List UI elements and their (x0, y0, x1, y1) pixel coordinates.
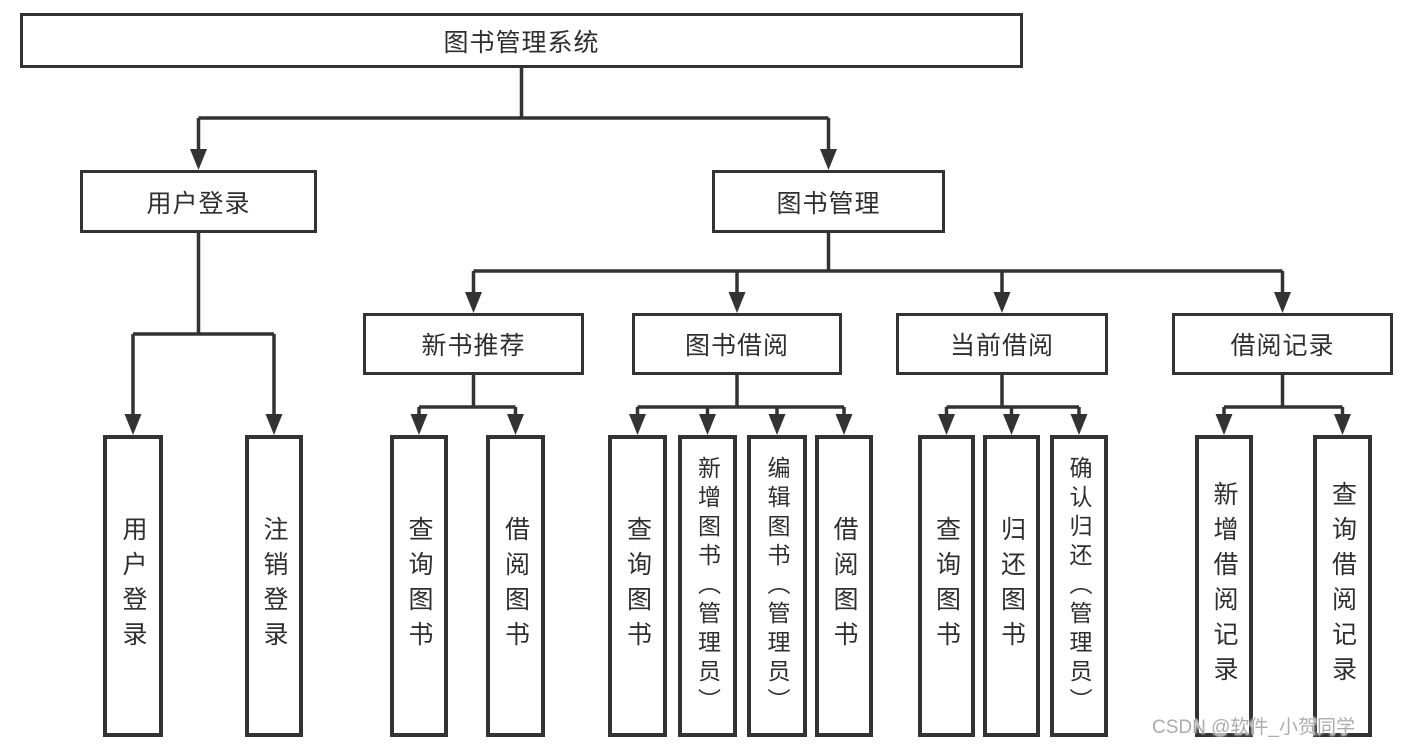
arrow-icon (938, 414, 955, 435)
node-user-login: 用户登录 (80, 170, 317, 233)
leaf-current-confirm-return-admin: 确认归还（管理员） (1050, 435, 1108, 737)
leaf-borrow-edit-books-admin-label: 编辑图书（管理员） (764, 455, 790, 717)
leaf-current-confirm-return-admin-label: 确认归还（管理员） (1066, 455, 1092, 717)
arrow-icon (1003, 414, 1020, 435)
leaf-borrow-add-books-admin: 新增图书（管理员） (678, 435, 737, 737)
arrow-icon (1215, 414, 1233, 435)
arrow-icon (190, 149, 207, 170)
leaf-records-query-record: 查询借阅记录 (1313, 435, 1372, 737)
node-new-book-recommend: 新书推荐 (363, 313, 584, 375)
leaf-user-login: 用户登录 (103, 435, 163, 737)
node-current-borrow-label: 当前借阅 (949, 332, 1054, 360)
node-book-borrow: 图书借阅 (632, 313, 842, 375)
leaf-current-query-books-label: 查询图书 (932, 516, 961, 656)
leaf-borrow-query-books-label: 查询图书 (623, 516, 652, 656)
arrow-icon (1334, 414, 1351, 435)
leaf-newbook-query-books-label: 查询图书 (405, 516, 433, 656)
arrow-icon (820, 149, 837, 170)
csdn-watermark: CSDN @软件_小贺同学 (1152, 717, 1355, 738)
leaf-borrow-query-books: 查询图书 (608, 435, 667, 737)
arrow-icon (124, 414, 142, 435)
arrow-icon (265, 414, 283, 435)
node-book-management-label: 图书管理 (776, 189, 881, 218)
leaf-logout-label: 注销登录 (260, 516, 288, 656)
leaf-borrow-borrow-books: 借阅图书 (815, 435, 873, 737)
arrow-icon (1070, 414, 1088, 435)
arrow-icon (1274, 292, 1291, 313)
leaf-records-add-record-label: 新增借阅记录 (1210, 481, 1238, 691)
arrow-icon (728, 292, 746, 313)
leaf-borrow-borrow-books-label: 借阅图书 (830, 516, 858, 656)
arrow-icon (410, 414, 428, 435)
leaf-user-login-label: 用户登录 (119, 516, 147, 656)
leaf-current-return-books: 归还图书 (983, 435, 1040, 737)
leaf-newbook-borrow-books: 借阅图书 (486, 435, 545, 737)
leaf-newbook-borrow-books-label: 借阅图书 (501, 516, 530, 656)
node-current-borrow: 当前借阅 (896, 313, 1108, 375)
node-root-label: 图书管理系统 (443, 28, 600, 57)
arrowheads (124, 149, 1351, 435)
node-borrow-records-label: 借阅记录 (1230, 332, 1335, 360)
node-new-book-recommend-label: 新书推荐 (421, 332, 526, 360)
arrow-icon (768, 414, 786, 435)
leaf-logout: 注销登录 (245, 435, 303, 737)
node-book-management: 图书管理 (712, 170, 945, 233)
leaf-newbook-query-books: 查询图书 (390, 435, 448, 737)
leaf-borrow-edit-books-admin: 编辑图书（管理员） (747, 435, 807, 737)
node-borrow-records: 借阅记录 (1172, 313, 1393, 375)
node-book-borrow-label: 图书借阅 (684, 332, 789, 360)
leaf-records-add-record: 新增借阅记录 (1195, 435, 1253, 737)
arrow-icon (993, 292, 1011, 313)
leaf-current-return-books-label: 归还图书 (997, 516, 1026, 656)
arrow-icon (835, 414, 853, 435)
arrow-icon (629, 414, 646, 435)
leaf-records-query-record-label: 查询借阅记录 (1328, 481, 1357, 691)
arrow-icon (699, 414, 716, 435)
node-user-login-label: 用户登录 (146, 189, 251, 218)
arrow-icon (507, 414, 524, 435)
arrow-icon (465, 292, 482, 313)
leaf-borrow-add-books-admin-label: 新增图书（管理员） (694, 455, 721, 717)
node-root: 图书管理系统 (20, 13, 1023, 68)
leaf-current-query-books: 查询图书 (918, 435, 975, 737)
